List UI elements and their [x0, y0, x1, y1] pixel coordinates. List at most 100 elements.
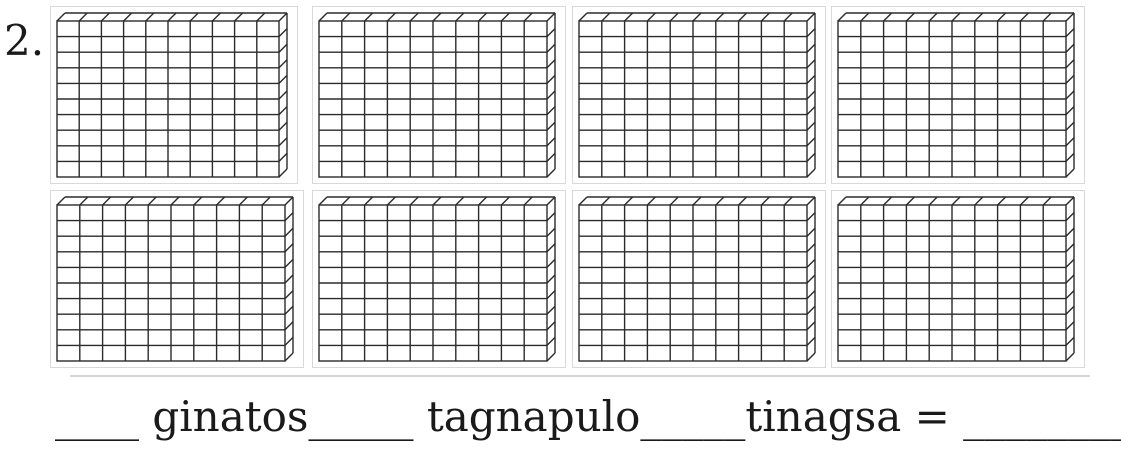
side-grid-line [546, 59, 556, 69]
thousand-block [50, 190, 304, 368]
side-grid-line [1065, 74, 1075, 84]
side-grid-line [546, 227, 556, 237]
top-grid-line [905, 12, 915, 22]
side-edge [1065, 352, 1075, 362]
side-grid-line [278, 90, 288, 100]
thousand-block [312, 6, 566, 184]
side-grid-line [278, 152, 288, 162]
side-grid-line [284, 321, 294, 331]
side-grid-line [806, 59, 816, 69]
side-grid-line [546, 106, 556, 116]
side-grid-line [546, 243, 556, 253]
top-grid-line [951, 196, 961, 206]
top-grid-line [167, 12, 177, 22]
side-grid-line [1065, 258, 1075, 268]
thousand-block-drawing [837, 196, 1075, 362]
side-grid-line [1065, 274, 1075, 284]
top-grid-line [860, 12, 870, 22]
side-grid-line [806, 90, 816, 100]
top-grid-line [974, 12, 984, 22]
side-grid-line [278, 121, 288, 131]
top-edge [56, 196, 66, 206]
top-grid-line [783, 12, 793, 22]
top-grid-line [646, 196, 656, 206]
side-grid-line [1065, 28, 1075, 38]
top-grid-line [189, 12, 199, 22]
side-grid-line [806, 321, 816, 331]
side-grid-line [284, 274, 294, 284]
top-grid-line [928, 196, 938, 206]
side-grid-line [546, 121, 556, 131]
top-grid-line [500, 12, 510, 22]
side-edge [806, 352, 816, 362]
top-grid-line [601, 196, 611, 206]
side-grid-line [806, 290, 816, 300]
side-grid-line [806, 305, 816, 315]
side-edge [546, 352, 556, 362]
side-grid-line [806, 106, 816, 116]
top-grid-line [500, 196, 510, 206]
thousand-block-drawing [56, 196, 294, 362]
top-grid-line [79, 196, 89, 206]
side-grid-line [1065, 59, 1075, 69]
top-grid-line [523, 196, 533, 206]
item-number: 2. [4, 16, 45, 65]
top-grid-line [238, 196, 248, 206]
top-edge [284, 196, 294, 206]
side-grid-line [284, 227, 294, 237]
top-grid-line [997, 196, 1007, 206]
top-grid-line [1042, 196, 1052, 206]
top-grid-line [193, 196, 203, 206]
side-grid-line [806, 336, 816, 346]
top-edge [1065, 12, 1075, 22]
thousand-block [312, 190, 566, 368]
thousand-block-drawing [318, 196, 556, 362]
side-grid-line [1065, 243, 1075, 253]
side-grid-line [278, 74, 288, 84]
side-grid-line [1065, 321, 1075, 331]
thousand-block-drawing [578, 12, 816, 178]
top-grid-line [905, 196, 915, 206]
thousand-block [50, 6, 298, 184]
top-edge [578, 12, 588, 22]
top-grid-line [974, 196, 984, 206]
top-grid-line [669, 12, 679, 22]
top-grid-line [997, 12, 1007, 22]
side-grid-line [806, 43, 816, 53]
side-grid-line [546, 258, 556, 268]
top-grid-line [783, 196, 793, 206]
top-edge [578, 196, 588, 206]
top-grid-line [256, 12, 266, 22]
thousand-block-drawing [56, 12, 288, 178]
thousand-block [831, 6, 1085, 184]
top-grid-line [100, 12, 110, 22]
top-grid-line [1019, 196, 1029, 206]
side-edge [278, 168, 288, 178]
top-grid-line [478, 196, 488, 206]
top-grid-line [883, 196, 893, 206]
side-grid-line [1065, 121, 1075, 131]
side-grid-line [284, 290, 294, 300]
side-grid-line [1065, 90, 1075, 100]
side-grid-line [546, 43, 556, 53]
top-grid-line [928, 12, 938, 22]
side-grid-line [284, 305, 294, 315]
side-grid-line [546, 274, 556, 284]
thousand-block [831, 190, 1085, 368]
side-grid-line [806, 212, 816, 222]
top-grid-line [951, 12, 961, 22]
top-grid-line [386, 12, 396, 22]
top-grid-line [738, 196, 748, 206]
side-grid-line [1065, 152, 1075, 162]
top-grid-line [860, 196, 870, 206]
side-grid-line [1065, 137, 1075, 147]
side-grid-line [278, 106, 288, 116]
top-grid-line [624, 196, 634, 206]
side-grid-line [806, 274, 816, 284]
side-grid-line [546, 305, 556, 315]
side-grid-line [278, 43, 288, 53]
side-grid-line [806, 152, 816, 162]
top-grid-line [170, 196, 180, 206]
side-grid-line [546, 137, 556, 147]
side-grid-line [806, 121, 816, 131]
